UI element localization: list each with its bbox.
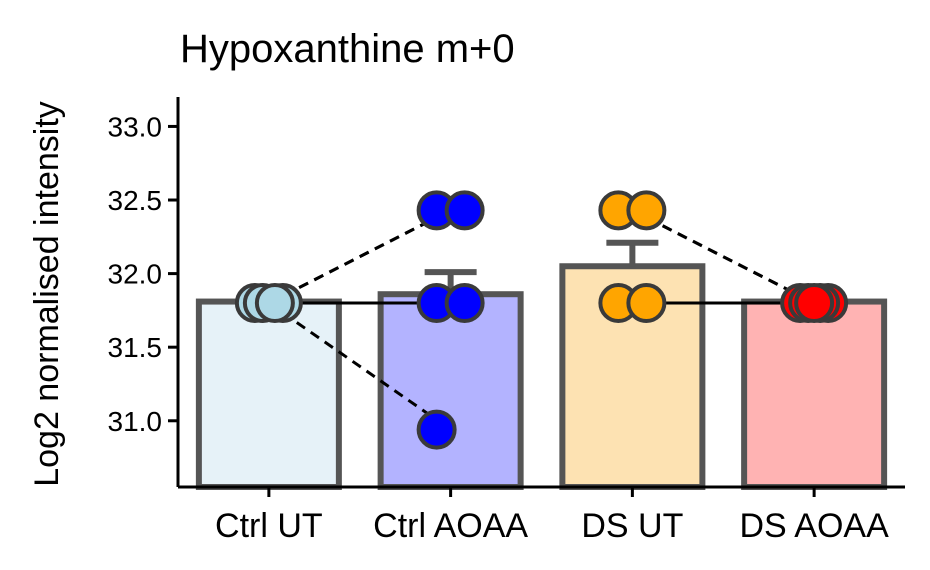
bar-3: [741, 298, 888, 490]
pair-line-3: [268, 301, 452, 431]
bar-0: [195, 298, 342, 490]
point-1-4: [416, 409, 457, 450]
x-tick-label-1: Ctrl AOAA: [373, 507, 528, 545]
pair-line-6: [631, 208, 815, 305]
y-tick-label-4: 33.0: [108, 111, 163, 142]
point-1-1: [444, 190, 485, 231]
y-axis-label: Log2 normalised intensity: [28, 101, 66, 487]
point-2-1: [626, 190, 667, 231]
pair-line-2: [268, 208, 452, 305]
chart-title: Hypoxanthine m+0: [180, 27, 515, 71]
point-3-4: [794, 283, 835, 324]
x-tick-label-2: DS UT: [581, 507, 683, 545]
x-tick-label-0: Ctrl UT: [215, 507, 323, 545]
point-0-3: [254, 283, 295, 324]
y-tick-label-2: 32.0: [108, 259, 163, 290]
x-tick-label-3: DS AOAA: [739, 507, 889, 545]
point-1-3: [444, 283, 485, 324]
point-2-3: [626, 283, 667, 324]
bar-1: [377, 291, 524, 490]
y-tick-label-1: 31.5: [108, 332, 163, 363]
y-tick-label-0: 31.0: [108, 406, 163, 437]
y-tick-label-3: 32.5: [108, 185, 163, 216]
